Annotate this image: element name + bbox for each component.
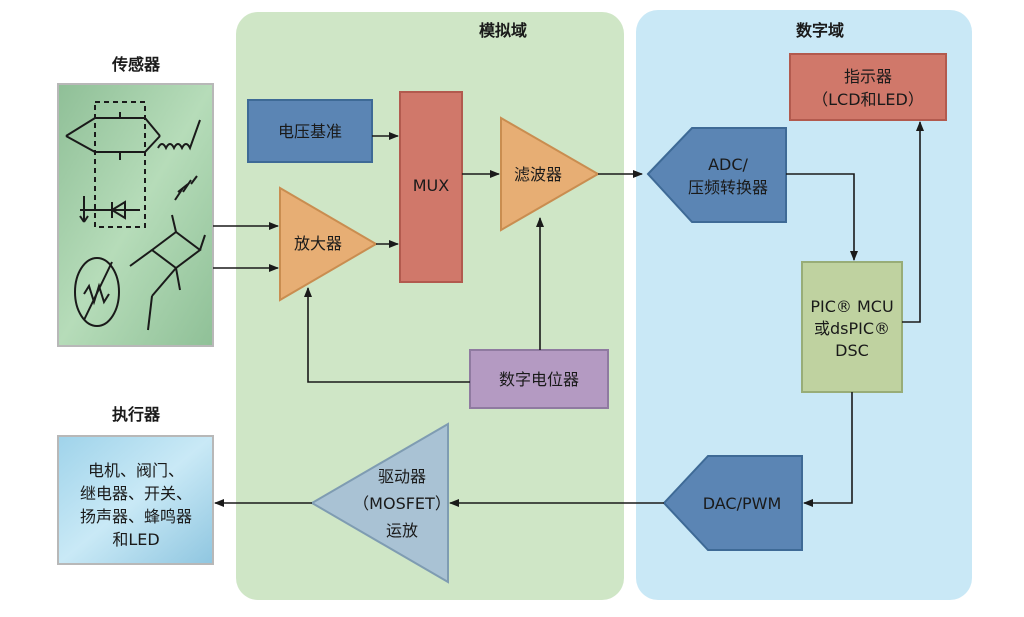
amplifier-label: 放大器 <box>294 234 342 253</box>
filter-label: 滤波器 <box>514 165 562 184</box>
sensor-title: 传感器 <box>111 55 161 74</box>
mcu-to-display-arrow <box>902 121 924 323</box>
mcu-block <box>801 261 903 393</box>
actuator-line-2: 继电器、开关、 <box>80 484 192 503</box>
digipot-to-amp-arrow <box>304 287 470 383</box>
driver-label-2: （MOSFET） <box>353 494 451 513</box>
mcu-label-3: DSC <box>835 341 869 360</box>
adc-to-mcu-arrow <box>786 173 858 261</box>
digital-potentiometer-block <box>469 349 609 409</box>
driver-triangle <box>310 422 449 584</box>
display-block <box>789 53 947 121</box>
adc-label-1: ADC/ <box>708 155 748 174</box>
actuator-line-1: 电机、阀门、 <box>88 461 184 480</box>
actuator-panel <box>57 435 214 565</box>
filter-triangle <box>500 116 601 232</box>
driver-label-3: 运放 <box>386 521 418 540</box>
dac-pwm-block <box>662 455 803 551</box>
mcu-label-2: 或dsPIC® <box>814 319 890 338</box>
analog-domain-title: 模拟域 <box>479 21 527 40</box>
amplifier-triangle <box>279 186 378 302</box>
signal-connectors <box>213 121 924 507</box>
mcu-to-dac-arrow <box>803 392 853 507</box>
digital-domain-title: 数字域 <box>796 21 844 40</box>
mux-label: MUX <box>413 176 450 195</box>
voltage-reference-block <box>247 99 373 163</box>
actuator-line-3: 扬声器、蜂鸣器 <box>80 507 192 526</box>
dac-pwm-label: DAC/PWM <box>703 494 782 513</box>
display-label-1: 指示器 <box>844 67 892 86</box>
display-label-2: （LCD和LED） <box>812 90 924 109</box>
driver-label-1: 驱动器 <box>378 467 426 486</box>
actuator-title: 执行器 <box>112 405 161 424</box>
actuator-line-4: 和LED <box>112 530 159 549</box>
sensor-panel <box>57 83 214 347</box>
digital-potentiometer-label: 数字电位器 <box>499 370 579 389</box>
adc-label-2: 压频转换器 <box>688 178 768 197</box>
mcu-label-1: PIC® MCU <box>810 297 893 316</box>
adc-block <box>646 127 787 223</box>
sensor-symbols-icon <box>65 101 206 331</box>
voltage-reference-label: 电压基准 <box>278 122 342 141</box>
mux-block <box>399 91 463 283</box>
